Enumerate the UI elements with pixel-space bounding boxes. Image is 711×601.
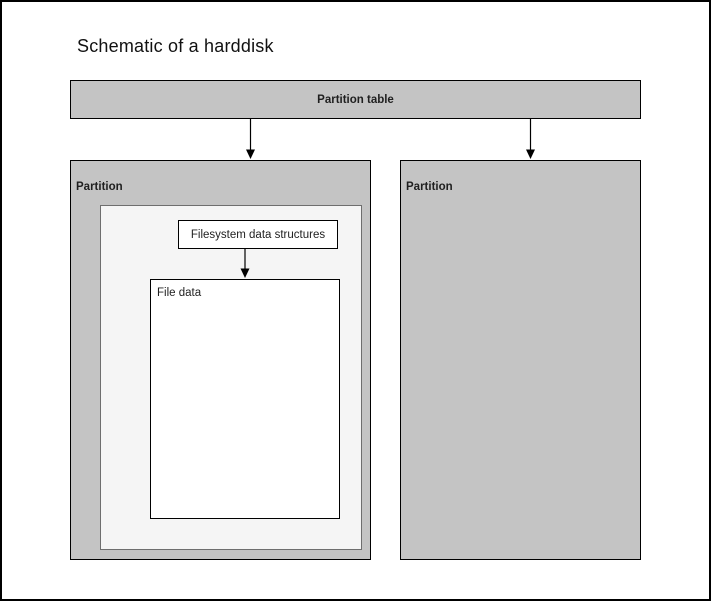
- arrow-head-icon: [526, 149, 535, 159]
- left-partition-node: Partition Filesystem data structures Fil…: [70, 160, 371, 560]
- file-data-label: File data: [157, 287, 202, 299]
- left-partition-label: Partition: [76, 181, 123, 193]
- filesystem-region: Filesystem data structures File data: [99, 204, 362, 550]
- right-partition-node: Partition: [400, 160, 641, 560]
- arrow-partition-table-to-right-partition-icon: [526, 119, 535, 159]
- filesystem-data-structures-label: Filesystem data structures: [190, 228, 326, 241]
- partition-table-label: Partition table: [317, 93, 394, 106]
- arrow-partition-table-to-left-partition-icon: [246, 119, 255, 159]
- diagram-title: Schematic of a harddisk: [77, 36, 274, 56]
- right-partition-label: Partition: [406, 181, 453, 193]
- partition-table-node: Partition table: [70, 80, 641, 119]
- arrow-head-icon: [246, 149, 255, 159]
- file-data-node: File data: [150, 279, 340, 519]
- filesystem-data-structures-node: Filesystem data structures: [178, 220, 338, 249]
